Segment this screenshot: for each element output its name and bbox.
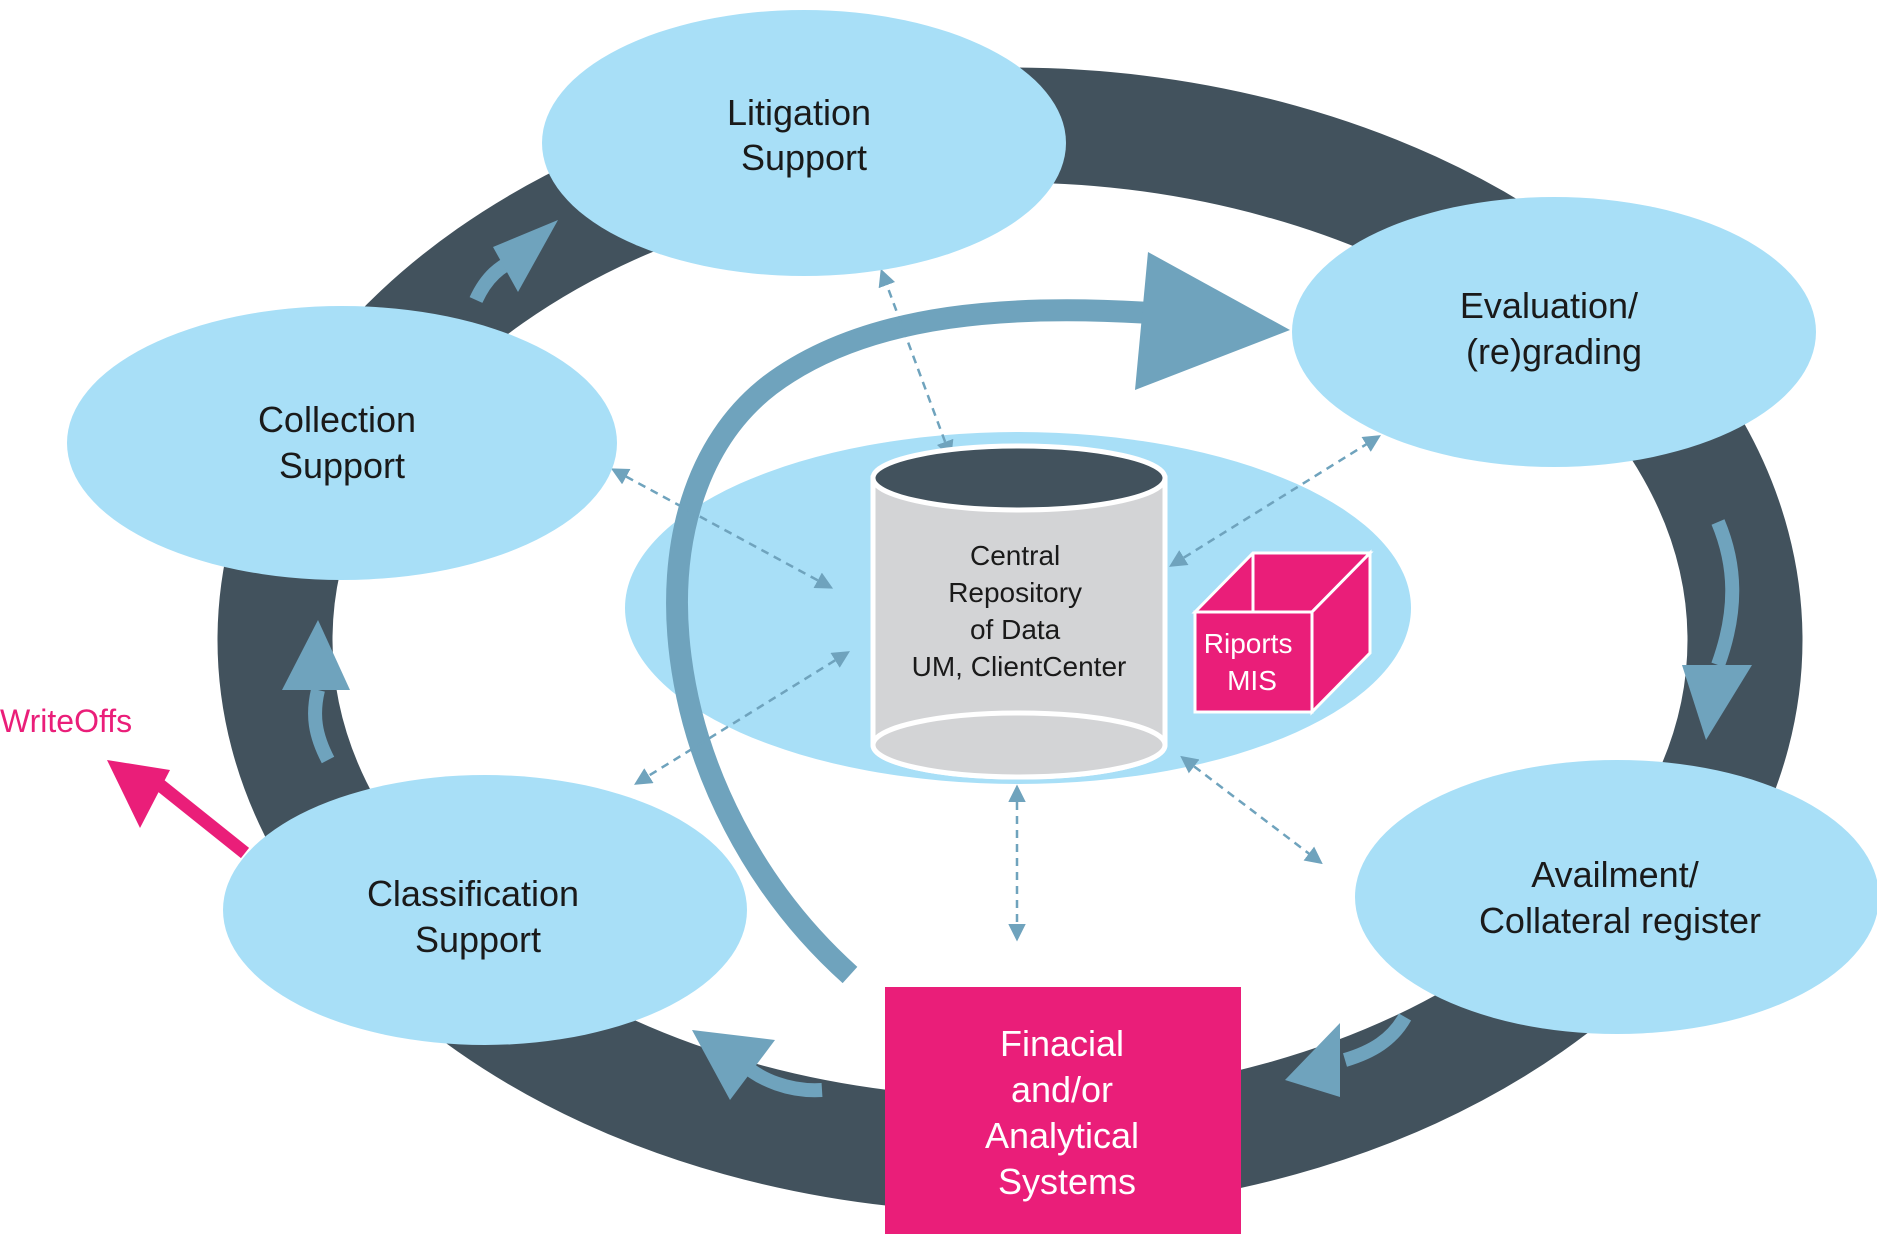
svg-text:Finacial and/or An: Finacial and/or Analytical Systems <box>985 1023 1149 1202</box>
classification-line-2: Support <box>415 919 541 960</box>
financial-line-3: Analytical <box>985 1115 1139 1156</box>
repository-line-1: Central <box>970 540 1060 571</box>
writeoffs-arrow <box>107 760 250 859</box>
svg-text:Availment/ Collateral re: Availment/ Collateral register <box>1479 854 1761 941</box>
reports-box: Riports MIS <box>1191 549 1374 716</box>
ring-arrow-collection-to-litigation <box>469 220 558 304</box>
writeoffs-label: WriteOffs <box>0 703 132 739</box>
svg-text:Collection Support: Collection Support <box>258 399 426 486</box>
repository-line-4: UM, ClientCenter <box>912 651 1127 682</box>
node-collection-support: Collection Support <box>67 306 617 580</box>
node-litigation-support: Litigation Support <box>542 10 1066 276</box>
financial-line-4: Systems <box>998 1161 1136 1202</box>
litigation-line-2: Support <box>741 137 867 178</box>
repository-line-2: Repository <box>948 577 1082 608</box>
availment-line-1: Availment/ <box>1531 854 1698 895</box>
evaluation-line-1: Evaluation/ <box>1460 285 1638 326</box>
svg-text:Riports MIS: Riports MIS <box>1204 628 1300 696</box>
repository-line-3: of Data <box>970 614 1061 645</box>
collection-line-2: Support <box>279 445 405 486</box>
node-evaluation-regrading: Evaluation/ (re)grading <box>1292 197 1816 467</box>
evaluation-line-2: (re)grading <box>1466 331 1642 372</box>
reports-line-2: MIS <box>1227 665 1277 696</box>
availment-line-2: Collateral register <box>1479 900 1761 941</box>
reports-line-1: Riports <box>1204 628 1293 659</box>
classification-line-1: Classification <box>367 873 579 914</box>
node-classification-support: Classification Support <box>223 775 747 1045</box>
ring-arrow-availment-to-financial <box>1285 1013 1412 1097</box>
financial-line-2: and/or <box>1011 1069 1113 1110</box>
svg-text:Evaluation/ (re)grading: Evaluation/ (re)grading <box>1460 285 1648 372</box>
repository-cylinder: Central Repository of Data UM, ClientCen… <box>870 443 1168 780</box>
node-availment-collateral: Availment/ Collateral register <box>1355 760 1877 1034</box>
ring-arrow-financial-to-classification <box>692 1030 823 1100</box>
svg-text:Classification Support: Classification Support <box>367 873 589 960</box>
ring-arrow-evaluation-to-availment <box>1682 519 1752 740</box>
svg-text:Central Repository: Central Repository of Data UM, ClientCen… <box>912 540 1127 682</box>
flow-curve-arrowhead <box>1135 252 1290 390</box>
financial-line-1: Finacial <box>1000 1023 1124 1064</box>
litigation-line-1: Litigation <box>727 92 871 133</box>
connector-evaluation <box>1169 435 1381 567</box>
collection-line-1: Collection <box>258 399 416 440</box>
node-financial-analytical: Finacial and/or Analytical Systems <box>885 987 1241 1234</box>
connector-availment <box>1180 755 1323 865</box>
svg-text:Litigation Support: Litigation Support <box>727 92 881 178</box>
flow-curve-arrow <box>666 299 1151 984</box>
connector-litigation <box>878 268 954 459</box>
ring-arrow-classification-to-collection <box>282 620 350 764</box>
